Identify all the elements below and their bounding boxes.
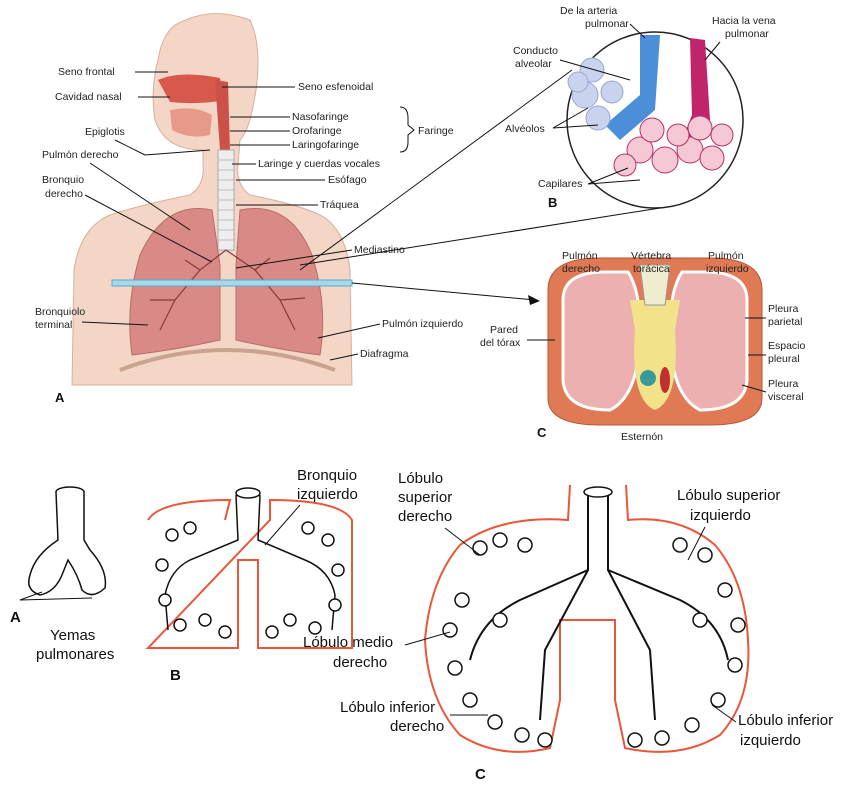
label-pulmon-izquierdo: Pulmón izquierdo: [382, 318, 463, 330]
label-sup-izq-1: Lóbulo superior: [677, 487, 780, 504]
label-bronquio-derecho-2: derecho: [45, 188, 83, 200]
label-c-pulmon-izq-2: izquierdo: [706, 263, 749, 275]
left-lung-section: [670, 272, 747, 410]
label-cavidad-nasal: Cavidad nasal: [55, 91, 122, 103]
torso-figure: [72, 14, 540, 385]
panel-b-letter: B: [548, 195, 557, 210]
label-conducto-1: Conducto: [513, 45, 558, 57]
label-c-pulmon-der-2: derecho: [562, 263, 600, 275]
label-sup-der-1: Lóbulo: [398, 470, 443, 487]
label-yemas-2: pulmonares: [36, 646, 114, 663]
label-sup-der-3: derecho: [398, 508, 452, 525]
label-epiglotis: Epiglotis: [85, 126, 125, 138]
label-bronquio-izq-1: Bronquio: [297, 467, 357, 484]
label-inf-der-2: derecho: [390, 718, 444, 735]
leader-epiglotis-2: [145, 150, 210, 155]
label-faringe: Faringe: [418, 125, 454, 137]
bud-outline: [29, 492, 106, 595]
stage-b-buds: [156, 522, 344, 638]
leader-yemas-1: [20, 592, 42, 600]
stage-b-branches: [165, 495, 335, 630]
label-vena-1: Hacia la vena: [712, 15, 776, 27]
label-bronquiolo-1: Bronquiolo: [35, 306, 85, 318]
label-esternon: Esternón: [621, 431, 663, 443]
label-medio-2: derecho: [333, 654, 387, 671]
stage-c-buds: [443, 533, 745, 747]
label-capilares: Capilares: [538, 178, 582, 190]
lung-buds-figure: A Yemas pulmonares: [10, 487, 114, 663]
aorta-section: [640, 370, 656, 386]
vessel-section: [660, 367, 670, 393]
bottom-panel-c-letter: C: [475, 766, 486, 783]
label-traquea: Tráquea: [320, 199, 359, 211]
label-inf-izq-1: Lóbulo inferior: [738, 712, 833, 729]
zoom-line-bottom: [300, 208, 660, 265]
leader-yemas-2: [20, 598, 92, 600]
label-pleura-visceral-1: Pleura: [768, 378, 799, 390]
label-pleura-parietal-1: Pleura: [768, 303, 799, 315]
zoom-line-top: [300, 70, 572, 270]
leader-sup-der: [445, 528, 480, 555]
label-pulmon-derecho: Pulmón derecho: [42, 149, 119, 161]
label-laringofaringe: Laringofaringe: [292, 139, 359, 151]
label-esofago: Esófago: [328, 174, 367, 186]
section-arrow-line: [352, 283, 535, 300]
faringe-brace: [400, 107, 414, 152]
thorax-section-figure: [548, 258, 762, 425]
label-inf-der-1: Lóbulo inferior: [340, 699, 435, 716]
right-lung-section: [563, 272, 640, 410]
label-vena-2: pulmonar: [725, 28, 769, 40]
label-arteria-2: pulmonar: [585, 18, 629, 30]
label-bronquio-derecho-1: Bronquio: [42, 174, 84, 186]
panel-a-letter: A: [55, 390, 65, 405]
label-inf-izq-2: izquierdo: [740, 732, 801, 749]
panel-c-letter: C: [537, 425, 547, 440]
label-pared-1: Pared: [490, 324, 518, 336]
label-c-pulmon-izq-1: Pulmón: [708, 250, 744, 262]
bottom-panel-a-letter: A: [10, 609, 21, 626]
label-seno-frontal: Seno frontal: [58, 66, 115, 78]
label-vertebra-1: Vértebra: [631, 250, 671, 262]
label-pleura-parietal-2: parietal: [768, 316, 802, 328]
label-alveolos: Alvéolos: [505, 123, 545, 135]
stage-b-trachea-top: [236, 488, 260, 498]
label-bronquio-izq-2: izquierdo: [297, 486, 358, 503]
label-pared-2: del tórax: [480, 337, 521, 349]
label-vertebra-2: torácica: [633, 263, 670, 275]
label-diafragma: Diafragma: [360, 348, 409, 360]
leader-inf-izq: [712, 705, 736, 722]
label-medio-1: Lóbulo medio: [303, 634, 393, 651]
label-sup-izq-2: izquierdo: [690, 507, 751, 524]
label-pleura-visceral-2: visceral: [768, 391, 804, 403]
bottom-panel-b-letter: B: [170, 667, 181, 684]
label-nasofaringe: Nasofaringe: [292, 111, 349, 123]
label-c-pulmon-der-1: Pulmón: [562, 250, 598, 262]
section-arrow-head: [528, 295, 540, 305]
label-bronquiolo-2: terminal: [35, 319, 72, 331]
leader-epiglotis: [115, 140, 145, 155]
label-seno-esfenoidal: Seno esfenoidal: [298, 81, 373, 93]
label-orofaringe: Orofaringe: [292, 125, 342, 137]
lung-stage-c-figure: Lóbulo superior derecho Lóbulo superior …: [303, 470, 833, 783]
label-laringe: Laringe y cuerdas vocales: [258, 158, 380, 170]
lung-stage-b-figure: Bronquio izquierdo B: [148, 467, 358, 684]
label-espacio-2: pleural: [768, 353, 800, 365]
section-line: [112, 280, 352, 286]
label-conducto-2: alveolar: [515, 58, 552, 70]
label-espacio-1: Espacio: [768, 340, 806, 352]
label-yemas-1: Yemas: [50, 627, 95, 644]
label-arteria-1: De la arteria: [560, 5, 617, 17]
leader-medio: [405, 632, 450, 645]
label-sup-der-2: superior: [398, 489, 452, 506]
